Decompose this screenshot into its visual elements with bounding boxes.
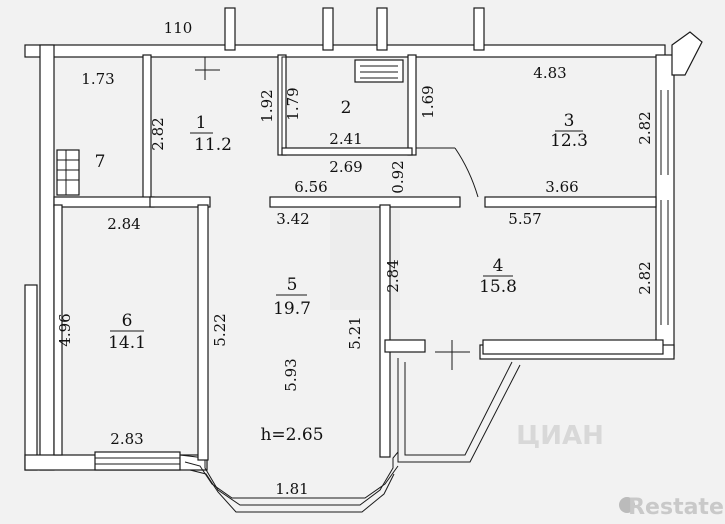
room-4-area: 15.8 [479,277,517,297]
restate-watermark: Restate [628,495,724,520]
room-3-area: 12.3 [550,131,588,151]
dim-5-21: 5.21 [346,316,364,349]
dim-2-83: 2.83 [110,430,143,448]
dim-110: 110 [164,19,193,37]
dim-2-84-a: 2.84 [107,215,140,233]
room-2-number: 2 [341,98,352,118]
dim-0-92: 0.92 [389,160,407,193]
room-7-number: 7 [95,152,106,172]
room-6-area: 14.1 [108,333,146,353]
dim-2-82-b: 2.82 [636,111,654,144]
dim-1-92: 1.92 [258,89,276,122]
dim-2-82-a: 2.82 [149,117,167,150]
room-1-area: 11.2 [194,135,232,155]
dim-4-83: 4.83 [533,64,566,82]
top-wall [24,44,666,58]
dim-3-66: 3.66 [545,178,578,196]
room-5-area: 19.7 [273,299,311,319]
left-wall [39,44,55,471]
room-3-number: 3 [564,111,575,131]
dim-5-93: 5.93 [282,358,300,391]
dim-1-73: 1.73 [81,70,114,88]
dim-1-79: 1.79 [284,87,302,120]
dim-2-82-c: 2.82 [636,261,654,294]
ceiling-height: h=2.65 [260,425,323,445]
left-balcony-rail [24,284,38,471]
dim-6-56: 6.56 [294,178,327,196]
corner-vent [671,31,703,76]
dim-2-84-b: 2.84 [384,259,402,292]
dim-4-96: 4.96 [56,313,74,346]
dim-3-42: 3.42 [276,210,309,228]
room-6-number: 6 [122,311,133,331]
dim-1-69: 1.69 [419,85,437,118]
dim-1-81: 1.81 [275,480,308,498]
room-4-number: 4 [493,256,504,276]
room-5-number: 5 [287,275,298,295]
dim-5-22: 5.22 [211,313,229,346]
dim-2-41: 2.41 [329,130,362,148]
right-wall [655,54,675,356]
restate-logo-icon [619,497,635,513]
dim-2-69: 2.69 [329,158,362,176]
room-1-number: 1 [196,113,207,133]
dim-5-57: 5.57 [508,210,541,228]
cian-watermark: ЦИАН [516,421,604,451]
